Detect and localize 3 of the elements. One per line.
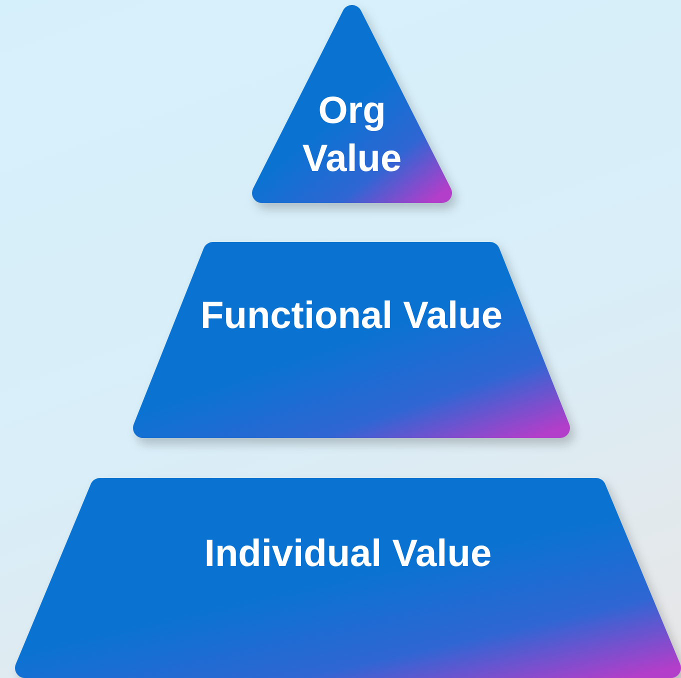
tier-label: Individual Value: [203, 532, 493, 577]
tier-label: Functional Value: [200, 294, 504, 339]
tier-label: Org Value: [301, 89, 403, 182]
